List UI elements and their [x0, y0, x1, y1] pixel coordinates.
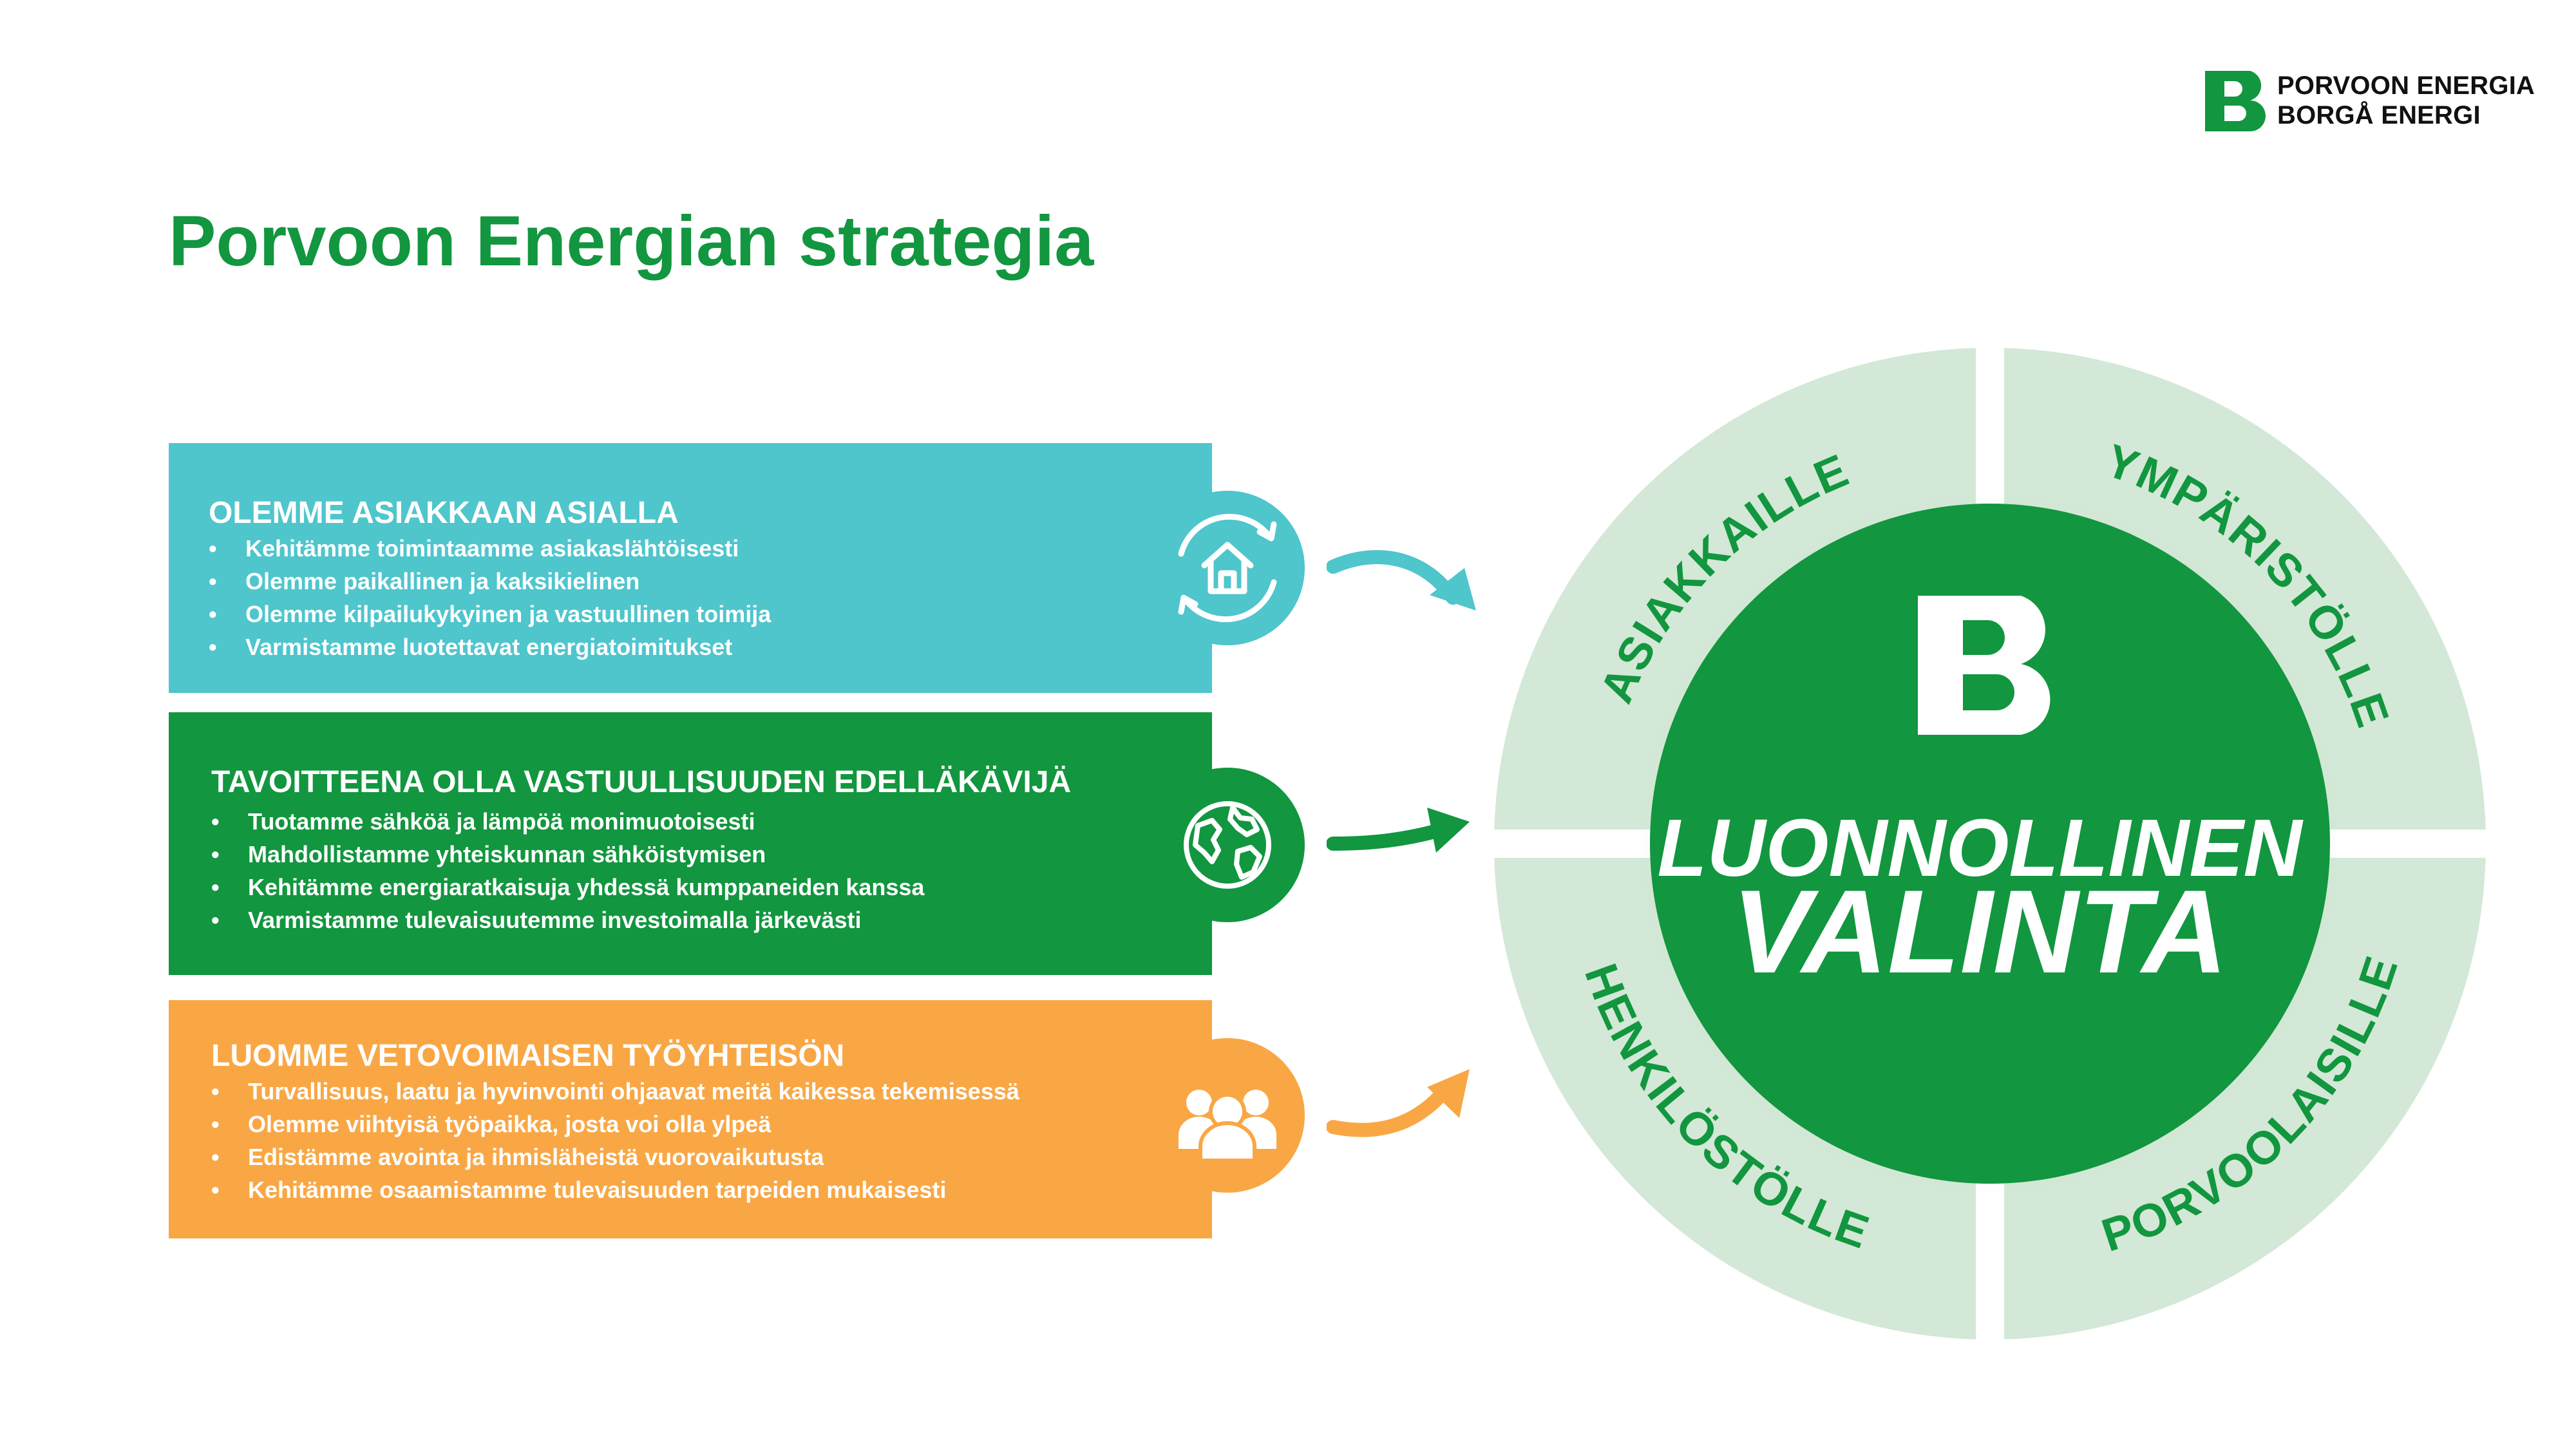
arrow-icon — [1327, 1069, 1470, 1137]
logo-line-1: PORVOON ENERGIA — [2277, 71, 2535, 100]
block-list: Tuotamme sähköä ja lämpöä monimuotoisest… — [211, 805, 924, 936]
strategy-block-sustainability: TAVOITTEENA OLLA VASTUULLISUUDEN EDELLÄK… — [169, 712, 1212, 975]
logo-text: PORVOON ENERGIA BORGÅ ENERGI — [2277, 71, 2535, 130]
center-circle — [1650, 504, 2330, 1184]
block-title: OLEMME ASIAKKAAN ASIALLA — [209, 496, 679, 530]
list-item: Olemme kilpailukykyinen ja vastuullinen … — [209, 598, 771, 630]
block-list: Kehitämme toimintaamme asiakaslähtöisest… — [209, 532, 771, 663]
block-list: Turvallisuus, laatu ja hyvinvointi ohjaa… — [211, 1075, 1019, 1206]
pb-logo-icon — [2205, 71, 2266, 131]
center-text-line-1: LUONNOLLINEN — [1658, 802, 2304, 893]
people-icon-circle — [1150, 1038, 1305, 1193]
house-cycle-icon-circle — [1150, 491, 1305, 645]
list-item: Kehitämme osaamistamme tulevaisuuden tar… — [211, 1173, 1019, 1206]
strategy-block-customers: OLEMME ASIAKKAAN ASIALLA Kehitämme toimi… — [169, 443, 1212, 693]
list-item: Turvallisuus, laatu ja hyvinvointi ohjaa… — [211, 1075, 1019, 1108]
arrow-icon — [1327, 550, 1476, 611]
strategy-block-workplace: LUOMME VETOVOIMAISEN TYÖYHTEISÖN Turvall… — [169, 1000, 1212, 1238]
list-item: Varmistamme luotettavat energiatoimituks… — [209, 630, 771, 663]
center-pb-logo-icon — [1918, 596, 2050, 735]
list-item: Olemme viihtyisä työpaikka, josta voi ol… — [211, 1108, 1019, 1141]
list-item: Edistämme avointa ja ihmisläheistä vuoro… — [211, 1141, 1019, 1173]
center-text-line-2: VALINTA — [1732, 865, 2228, 998]
list-item: Tuotamme sähköä ja lämpöä monimuotoisest… — [211, 805, 924, 838]
values-wheel: LUONNOLLINEN VALINTA ASIAKKAILLE YMPÄRIS… — [1494, 348, 2486, 1340]
globe-icon-circle — [1150, 768, 1305, 922]
page-title: Porvoon Energian strategia — [169, 202, 1094, 281]
people-icon — [1179, 1090, 1276, 1162]
list-item: Olemme paikallinen ja kaksikielinen — [209, 565, 771, 598]
block-title: TAVOITTEENA OLLA VASTUULLISUUDEN EDELLÄK… — [211, 765, 1072, 799]
block-title: LUOMME VETOVOIMAISEN TYÖYHTEISÖN — [211, 1039, 845, 1073]
logo-line-2: BORGÅ ENERGI — [2277, 101, 2481, 129]
list-item: Kehitämme toimintaamme asiakaslähtöisest… — [209, 532, 771, 565]
list-item: Kehitämme energiaratkaisuja yhdessä kump… — [211, 871, 924, 904]
house-cycle-icon — [1178, 513, 1277, 623]
list-item: Mahdollistamme yhteiskunnan sähköistymis… — [211, 838, 924, 871]
globe-icon — [1184, 801, 1271, 889]
arrow-icon — [1327, 808, 1470, 853]
list-item: Varmistamme tulevaisuutemme investoimall… — [211, 904, 924, 936]
company-logo: PORVOON ENERGIA BORGÅ ENERGI — [2205, 71, 2540, 132]
